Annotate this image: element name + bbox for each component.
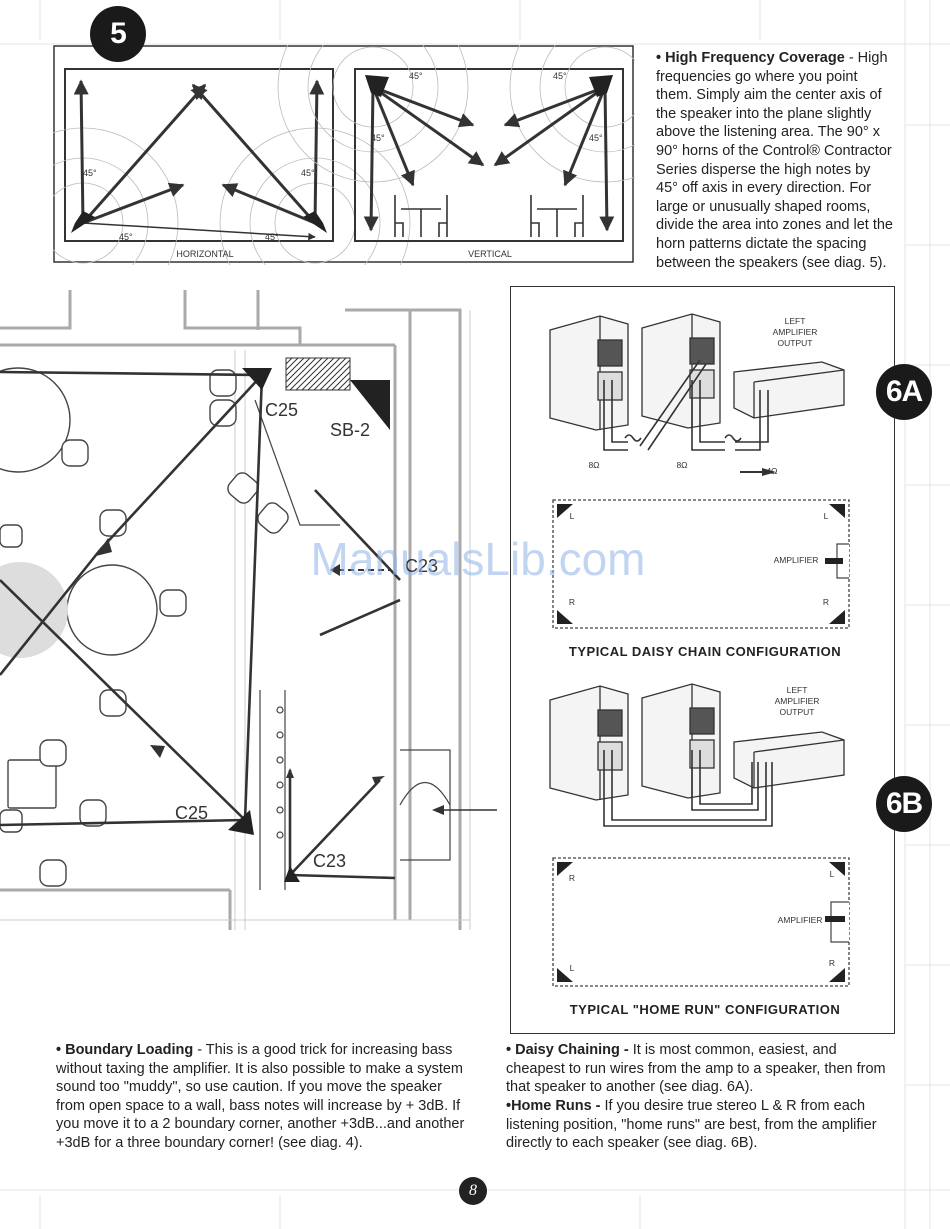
angle-label: 45°	[553, 71, 567, 81]
page-number: 8	[459, 1177, 487, 1205]
diag6b-room-l1: L	[569, 963, 575, 973]
diag6b-amplifier-label: AMPLIFIER	[777, 915, 823, 925]
diag6a-room-r1: R	[568, 597, 576, 607]
angle-label: 45°	[371, 133, 385, 143]
angle-label: 45°	[83, 168, 97, 178]
daisy-chain-title: TYPICAL DAISY CHAIN CONFIGURATION	[568, 644, 842, 659]
angle-label: 45°	[265, 232, 279, 242]
diag6a-ohm-total: 4Ω	[766, 466, 778, 476]
floor-plan-diagram	[0, 290, 497, 930]
label-c25-bottom: C25	[175, 803, 209, 823]
hf-coverage-paragraph: • High Frequency Coverage - High frequen…	[656, 49, 896, 272]
diagram-6b-room	[552, 857, 850, 987]
home-runs-body: If you desire true stereo L & R from eac…	[506, 1098, 877, 1152]
angle-label: 45°	[409, 71, 423, 81]
diagram-6b-wiring	[549, 683, 845, 827]
daisy-chaining-heading: • Daisy Chaining -	[506, 1042, 629, 1058]
horizontal-caption: HORIZONTAL	[176, 249, 234, 259]
diagram-6b-badge: 6B	[876, 776, 932, 832]
diag6b-room-r1: R	[568, 873, 576, 883]
diag6a-room-r2: R	[822, 597, 830, 607]
angle-label: 45°	[301, 168, 315, 178]
hf-coverage-body: - High frequencies go where you point th…	[656, 50, 893, 271]
diag6a-room-l2: L	[823, 511, 829, 521]
home-runs-heading: •Home Runs -	[506, 1098, 601, 1114]
boundary-loading-paragraph: • Boundary Loading - This is a good tric…	[56, 1041, 470, 1153]
diag6b-room-r2: R	[828, 958, 836, 968]
boundary-loading-heading: • Boundary Loading	[56, 1042, 194, 1058]
label-c23-mid: C23	[405, 556, 439, 576]
daisy-chaining-paragraph: • Daisy Chaining - It is most common, ea…	[506, 1041, 896, 1097]
diagram-6a-badge: 6A	[876, 364, 932, 420]
boundary-loading-body: - This is a good trick for increasing ba…	[56, 1042, 465, 1151]
hf-coverage-heading: • High Frequency Coverage	[656, 50, 845, 66]
diagram-5-coverage: 45° 45° 45° 45° 45° 45° 45° 45°	[53, 45, 635, 265]
vertical-caption: VERTICAL	[468, 249, 512, 259]
diagram-6a-room	[552, 499, 850, 629]
angle-label: 45°	[589, 133, 603, 143]
watermark: ManualsLib.com	[310, 533, 646, 585]
diagram-6-frame	[510, 286, 895, 1034]
label-c25-top: C25	[265, 400, 299, 420]
diag6b-room-l2: L	[829, 869, 835, 879]
label-sb2: SB-2	[330, 420, 371, 440]
diag6b-amp-label: LEFT AMPLIFIER OUTPUT	[774, 685, 820, 717]
diag6a-room-l1: L	[569, 511, 575, 521]
diagram-6a-wiring	[549, 313, 845, 476]
diagram-5-badge: 5	[90, 6, 146, 62]
diag6a-ohm-left: 8Ω	[588, 460, 600, 470]
diag6a-ohm-mid: 8Ω	[676, 460, 688, 470]
home-run-title: TYPICAL "HOME RUN" CONFIGURATION	[569, 1002, 841, 1017]
daisy-chaining-body: It is most common, easiest, and cheapest…	[506, 1042, 886, 1096]
diag6a-amplifier-label: AMPLIFIER	[773, 555, 819, 565]
diag6a-amp-label: LEFT AMPLIFIER OUTPUT	[772, 316, 818, 348]
home-runs-paragraph: •Home Runs - If you desire true stereo L…	[506, 1097, 896, 1153]
angle-label: 45°	[119, 232, 133, 242]
label-c23-bottom: C23	[313, 851, 347, 871]
